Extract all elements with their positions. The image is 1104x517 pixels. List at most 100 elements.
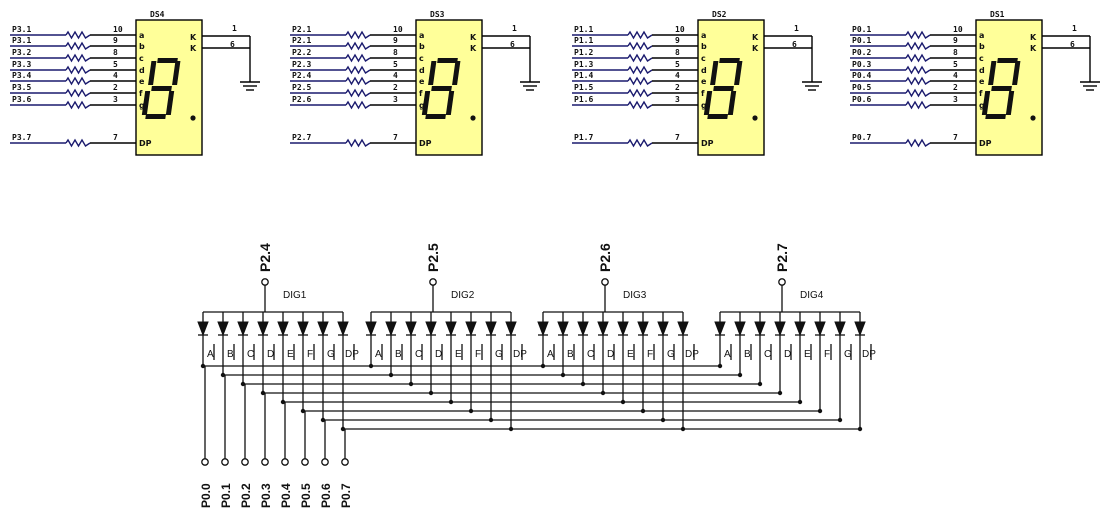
pin-label: P1.5 xyxy=(574,83,593,92)
common-pin-number: 1 xyxy=(794,24,799,33)
diode xyxy=(257,321,269,337)
display-title: DS1 xyxy=(990,10,1005,19)
segment-label: C xyxy=(587,349,594,360)
diode xyxy=(617,321,629,337)
digit-port-label: P2.6 xyxy=(597,243,613,272)
segment-letter: f xyxy=(419,89,423,98)
segment xyxy=(157,58,178,63)
segment-letter: DP xyxy=(139,139,152,148)
resistor xyxy=(627,41,653,51)
common-pin-number: 6 xyxy=(792,40,797,49)
diode xyxy=(425,321,437,337)
pin-label: P1.2 xyxy=(574,48,593,57)
pin-number: 4 xyxy=(953,71,958,80)
resistor xyxy=(627,100,653,110)
segment xyxy=(727,91,737,115)
segment-label: D xyxy=(435,349,442,360)
segment-letter: d xyxy=(139,66,145,75)
segment-letter: a xyxy=(701,31,706,40)
resistor xyxy=(345,41,371,51)
segment-label: F xyxy=(824,349,830,360)
segment-label: F xyxy=(475,349,481,360)
segment xyxy=(425,114,446,119)
segment-letter: c xyxy=(419,54,424,63)
port-terminal xyxy=(321,458,329,466)
port-label: P0.3 xyxy=(259,483,273,508)
segment-letter: b xyxy=(139,42,145,51)
segment xyxy=(734,61,743,85)
segment-label: DP xyxy=(345,349,359,360)
segment xyxy=(991,86,1012,91)
resistor xyxy=(65,41,91,51)
segment-buses xyxy=(205,365,860,430)
pin-label: P3.6 xyxy=(12,95,31,104)
pin-number: 5 xyxy=(393,60,398,69)
pin-label: P3.1 xyxy=(12,25,31,34)
segment-letter: g xyxy=(701,101,707,110)
segment-letter: d xyxy=(701,66,707,75)
segment xyxy=(431,86,452,91)
segment-letter: e xyxy=(139,77,145,86)
segment-letter: b xyxy=(701,42,707,51)
segment xyxy=(713,86,734,91)
segment xyxy=(151,86,172,91)
digit-port-label: P2.4 xyxy=(257,243,273,272)
port-label: P0.5 xyxy=(299,483,313,508)
segment xyxy=(145,114,166,119)
resistor xyxy=(345,138,371,148)
junction xyxy=(320,417,326,423)
diode xyxy=(834,321,846,337)
common-label: K xyxy=(1030,33,1037,42)
diode xyxy=(337,321,349,337)
diode xyxy=(405,321,417,337)
diode xyxy=(597,321,609,337)
segment-letter: c xyxy=(701,54,706,63)
resistor xyxy=(627,65,653,75)
pin-number: 9 xyxy=(393,36,398,45)
segment-letter: DP xyxy=(419,139,432,148)
pin-label: P3.5 xyxy=(12,83,31,92)
segment-letter: b xyxy=(979,42,985,51)
resistor xyxy=(65,100,91,110)
segment-label: F xyxy=(307,349,313,360)
segment-label: D xyxy=(607,349,614,360)
common-label: K xyxy=(190,33,197,42)
pin-number: 5 xyxy=(113,60,118,69)
resistor xyxy=(65,53,91,63)
diode xyxy=(854,321,866,337)
display-title: DS4 xyxy=(150,10,165,19)
pin-label: P1.6 xyxy=(574,95,593,104)
resistor xyxy=(905,138,931,148)
port-terminal xyxy=(221,458,229,466)
resistor xyxy=(905,88,931,98)
pin-number: 3 xyxy=(113,95,118,104)
resistor xyxy=(65,65,91,75)
segment xyxy=(421,91,431,115)
pin-number: 4 xyxy=(393,71,398,80)
diode xyxy=(657,321,669,337)
pin-number: 10 xyxy=(113,25,123,34)
segment xyxy=(165,91,175,115)
diode xyxy=(445,321,457,337)
segment-letter: g xyxy=(979,101,985,110)
segment-label: B xyxy=(227,349,234,360)
diode xyxy=(714,321,726,337)
common-label: K xyxy=(470,44,477,53)
segment-letter: d xyxy=(419,66,425,75)
decimal-point xyxy=(1030,115,1036,121)
port-label: P0.1 xyxy=(219,483,233,508)
diode xyxy=(297,321,309,337)
segment-label: DP xyxy=(685,349,699,360)
segment-label: G xyxy=(327,349,335,360)
port-terminal xyxy=(341,458,349,466)
pin-number: 7 xyxy=(953,133,958,142)
port-terminal xyxy=(241,458,249,466)
resistor xyxy=(905,76,931,86)
resistor xyxy=(65,76,91,86)
pin-number: 10 xyxy=(953,25,963,34)
resistor xyxy=(345,100,371,110)
pin-label: P3.4 xyxy=(12,71,31,80)
